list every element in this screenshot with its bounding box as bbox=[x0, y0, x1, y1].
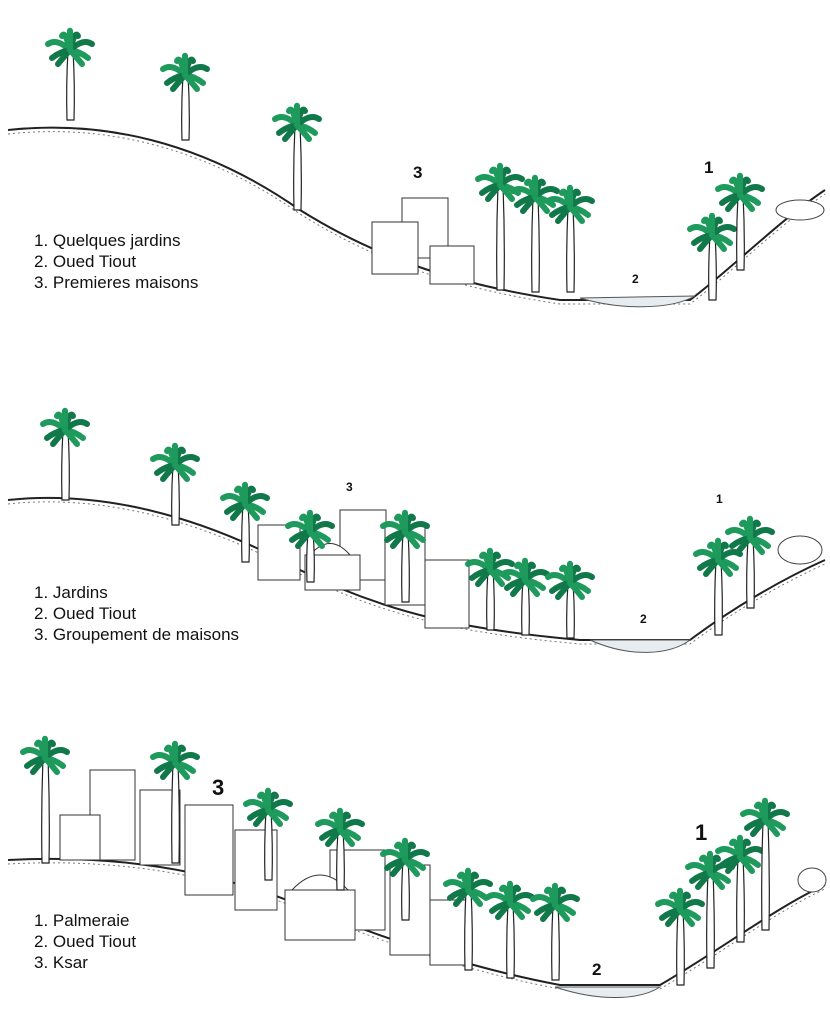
rock-icon bbox=[778, 536, 822, 564]
marker-3: 3 bbox=[413, 163, 422, 183]
palm-tree-icon bbox=[696, 541, 740, 635]
palm-tree-icon bbox=[43, 411, 87, 500]
marker-3: 3 bbox=[346, 480, 353, 494]
diagram-panel-3: 1. Palmeraie 2. Oued Tiout 3. Ksar 3 2 1 bbox=[0, 680, 830, 1018]
river-water bbox=[590, 640, 690, 652]
adobe-house-icon bbox=[390, 865, 430, 955]
legend: 1. Palmeraie 2. Oued Tiout 3. Ksar bbox=[34, 910, 136, 973]
legend-item: 3. Ksar bbox=[34, 952, 136, 973]
adobe-house-icon bbox=[285, 890, 355, 940]
marker-1: 1 bbox=[704, 158, 713, 178]
palm-tree-icon bbox=[488, 884, 532, 978]
legend-item: 2. Oued Tiout bbox=[34, 251, 198, 272]
palm-tree-icon bbox=[690, 216, 734, 300]
adobe-house-icon bbox=[60, 815, 100, 860]
legend-item: 1. Quelques jardins bbox=[34, 230, 198, 251]
adobe-house-icon bbox=[258, 525, 300, 580]
legend-item: 1. Jardins bbox=[34, 582, 239, 603]
palm-tree-icon bbox=[718, 838, 762, 942]
palm-tree-icon bbox=[718, 176, 762, 270]
adobe-house-icon bbox=[430, 246, 474, 284]
legend-item: 1. Palmeraie bbox=[34, 910, 136, 931]
house-group bbox=[372, 198, 474, 284]
palm-tree-icon bbox=[503, 561, 547, 635]
palm-tree-icon bbox=[478, 166, 522, 290]
adobe-house-icon bbox=[185, 805, 233, 895]
palm-tree-icon bbox=[48, 31, 92, 120]
legend-item: 3. Groupement de maisons bbox=[34, 624, 239, 645]
diagram-panel-2: 1. Jardins 2. Oued Tiout 3. Groupement d… bbox=[0, 340, 830, 680]
river-water bbox=[580, 296, 695, 307]
diagram-panel-1: 1. Quelques jardins 2. Oued Tiout 3. Pre… bbox=[0, 0, 830, 340]
palm-tree-icon bbox=[548, 564, 592, 638]
palm-tree-icon bbox=[275, 106, 319, 210]
adobe-house-icon bbox=[430, 900, 466, 965]
palm-tree-icon bbox=[533, 886, 577, 980]
legend-item: 3. Premieres maisons bbox=[34, 272, 198, 293]
legend: 1. Quelques jardins 2. Oued Tiout 3. Pre… bbox=[34, 230, 198, 293]
legend: 1. Jardins 2. Oued Tiout 3. Groupement d… bbox=[34, 582, 239, 645]
adobe-house-icon bbox=[425, 560, 469, 628]
legend-item: 2. Oued Tiout bbox=[34, 603, 239, 624]
marker-1: 1 bbox=[695, 820, 707, 846]
rock-icon bbox=[776, 200, 824, 220]
legend-item: 2. Oued Tiout bbox=[34, 931, 136, 952]
marker-3: 3 bbox=[212, 775, 224, 801]
adobe-house-icon bbox=[372, 222, 418, 274]
palm-tree-icon bbox=[163, 56, 207, 140]
marker-2: 2 bbox=[592, 960, 601, 980]
marker-2: 2 bbox=[632, 272, 639, 286]
marker-1: 1 bbox=[716, 492, 723, 506]
marker-2: 2 bbox=[640, 612, 647, 626]
rock-icon bbox=[798, 868, 826, 892]
palm-tree-icon bbox=[658, 891, 702, 985]
river-water bbox=[555, 987, 660, 998]
